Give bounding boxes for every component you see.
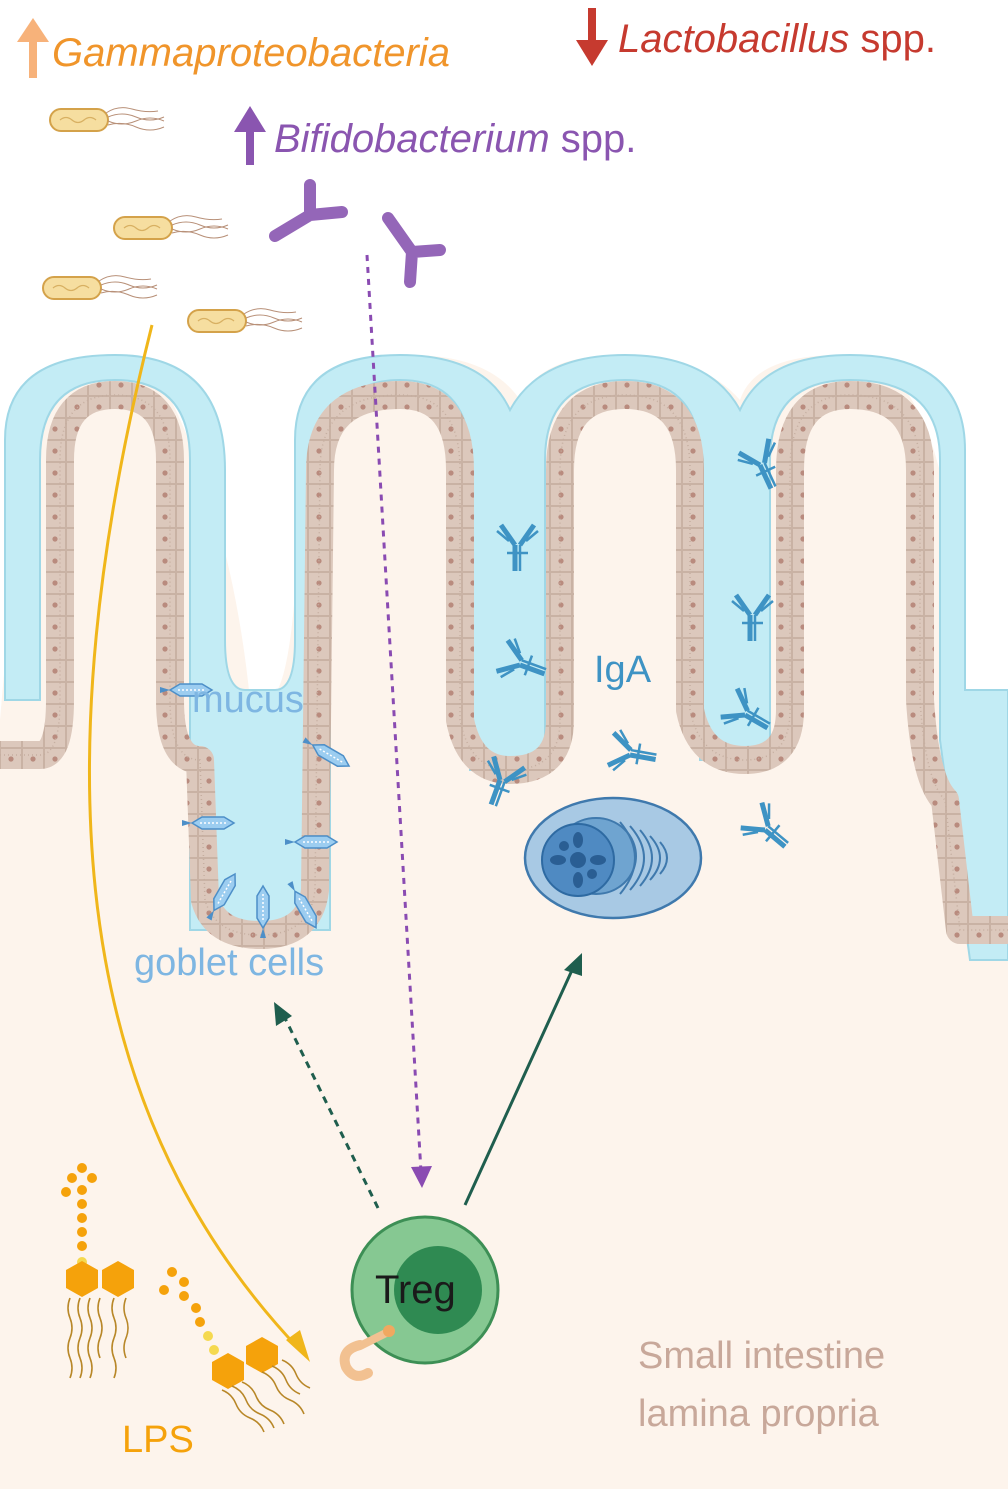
tlr-receptor-icon <box>339 1325 395 1381</box>
microvilli-border <box>0 394 1008 936</box>
treg-plasma-arrow <box>463 967 575 1206</box>
lps-label: LPS <box>122 1419 194 1461</box>
gammaproteobacteria-label: Gammaproteobacteria <box>52 31 450 75</box>
iga-label: IgA <box>594 649 652 691</box>
treg-goblet-arrow <box>280 1011 380 1209</box>
bifidobacterium-label: Bifidobacterium spp. <box>274 117 636 161</box>
region-label-line1: Small intestine <box>638 1335 885 1377</box>
up-arrow-icon <box>234 106 266 165</box>
treg-label: Treg <box>375 1268 456 1312</box>
up-arrow-icon <box>17 18 49 78</box>
lactobacillus-label: Lactobacillus spp. <box>618 17 936 61</box>
plasma-cell-icon <box>523 796 703 920</box>
lps-molecule-icon <box>159 1267 311 1433</box>
region-label-line2: lamina propria <box>638 1393 880 1435</box>
mucus-layer <box>4 353 1008 961</box>
y-shaped-bacterium-icon <box>269 179 348 242</box>
mucus-label: mucus <box>192 679 304 721</box>
lps-molecule-icon <box>61 1163 134 1379</box>
down-arrow-icon <box>576 8 608 66</box>
bifido-treg-arrow <box>365 254 423 1173</box>
goblet-cells-label: goblet cells <box>134 942 324 984</box>
bifido-treg-arrowhead <box>411 1166 432 1188</box>
treg-goblet-arrowhead <box>274 1002 292 1026</box>
lps-arrowhead <box>286 1330 310 1362</box>
lps-arrow <box>87 324 302 1352</box>
y-shaped-bacterium-icon <box>382 212 446 288</box>
treg-plasma-arrowhead <box>564 953 582 976</box>
